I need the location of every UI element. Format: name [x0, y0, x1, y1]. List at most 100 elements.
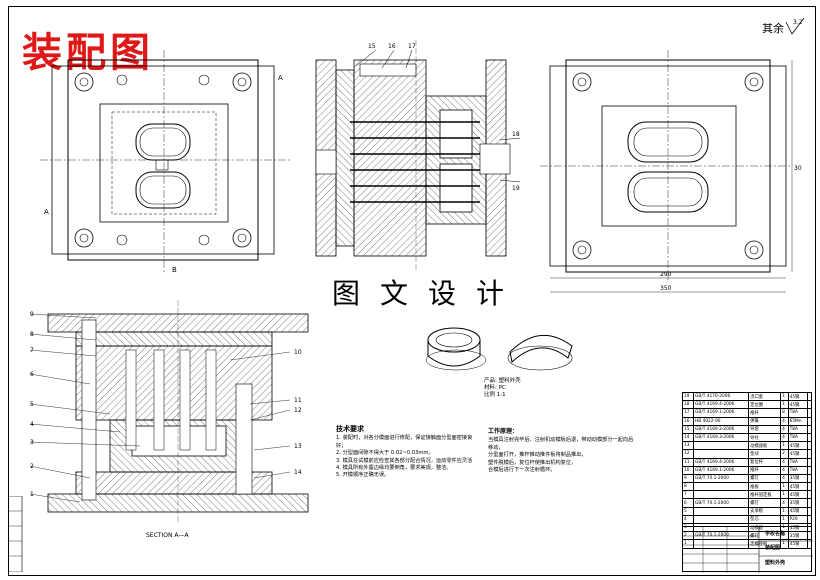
- bom-cell: 8: [681, 482, 695, 492]
- bom-cell: [807, 473, 812, 484]
- bom-cell: 4: [780, 498, 789, 508]
- bom-cell: 6: [681, 498, 695, 508]
- bom-cell: 45钢: [787, 391, 809, 402]
- bom-cell: [807, 482, 812, 492]
- callout-18: 18: [512, 131, 520, 138]
- bom-cell: 4: [780, 457, 789, 467]
- bom-cell: 45钢: [787, 400, 809, 410]
- section-label: SECTION A—A: [146, 532, 189, 539]
- title-drawing: 装配图: [765, 545, 781, 551]
- callout-7: 7: [30, 347, 34, 354]
- bom-cell: 4: [780, 465, 789, 475]
- top-view-fixed-half: A A B: [40, 50, 290, 274]
- bom-cell: HB 4022-90: [693, 416, 750, 426]
- roughness-value: 3.2: [793, 19, 803, 26]
- callout-8: 8: [30, 331, 34, 338]
- title-school: 学校名称: [765, 531, 786, 537]
- bom-cell: 65Mn: [787, 416, 809, 426]
- callout-5: 5: [30, 401, 34, 408]
- bom-cell: 2: [780, 449, 789, 459]
- bom-cell: 19: [681, 391, 695, 402]
- bom-cell: 5: [681, 506, 695, 516]
- bom-cell: 35钢: [787, 473, 809, 484]
- bom-cell: 推板: [748, 482, 782, 492]
- bom-cell: [807, 498, 812, 508]
- bom-cell: GB/T 4170-2006: [693, 391, 750, 402]
- top-view-moving-half: 290 350 300: [540, 50, 802, 293]
- bom-cell: [807, 408, 812, 418]
- bom-cell: 型芯: [748, 514, 782, 525]
- bom-cell: 垫块: [748, 449, 782, 459]
- bom-cell: P20: [787, 514, 809, 525]
- callout-19: 19: [512, 185, 520, 192]
- section-mark-a-left: A: [44, 208, 49, 216]
- bom-cell: [807, 441, 812, 451]
- title-block: 学校名称 装配图 塑料外壳: [682, 526, 813, 573]
- drawing-title: 装配图: [22, 30, 154, 76]
- bom-cell: 45钢: [787, 449, 809, 459]
- tech-line: 5. 开模顺序正确无误。: [336, 472, 390, 479]
- work-line: 分型面打开，推杆推动推件板将制品推出，: [488, 452, 587, 459]
- callout-14: 14: [294, 469, 302, 476]
- bom-cell: 45钢: [787, 482, 809, 492]
- tech-line: 1. 装配时，对各分模面进行修配，保证接触面分型面密接良好；: [336, 435, 473, 449]
- roughness-label: 其余: [762, 22, 784, 35]
- bom-cell: 4: [780, 416, 789, 426]
- bom-cell: 45钢: [787, 539, 809, 549]
- work-heading: 工作原理：: [488, 428, 519, 435]
- callout-11: 11: [294, 397, 302, 404]
- bom-cell: 1: [780, 490, 789, 500]
- tech-line: 2. 分型面间隙不得大于 0.02~0.03mm。: [336, 450, 434, 457]
- bom-cell: 1: [780, 506, 789, 516]
- bom-cell: 4: [681, 514, 695, 525]
- bom-cell: 1: [780, 441, 789, 451]
- bom-cell: [693, 490, 750, 500]
- bom-cell: GB/T 70.1-2000: [693, 498, 750, 508]
- working-principle: 工作原理： 当模具注射完毕后，注射机动模板后退，带动动模部分一起向后移动， 分型…: [488, 428, 634, 474]
- tech-line: 4. 模具所有外露边缘均要倒角，要求美观，整洁。: [336, 465, 452, 472]
- dim-height-300: 300: [794, 165, 802, 172]
- title-product: 塑料外壳: [765, 560, 786, 566]
- top-section-view: 15 16 17 18 19: [315, 40, 520, 270]
- bom-cell: GB/T 4169.4-2006: [693, 457, 750, 467]
- bom-cell: 导柱: [748, 432, 782, 443]
- bom-cell: 定位圈: [748, 400, 782, 410]
- bom-cell: [807, 514, 812, 525]
- bom-cell: 17: [681, 408, 695, 418]
- bom-cell: [807, 465, 812, 475]
- bom-cell: [807, 449, 812, 459]
- dim-width-350: 350: [660, 285, 672, 292]
- bom-cell: [807, 391, 812, 402]
- bom-cell: 1: [780, 400, 789, 410]
- bom-cell: T8A: [787, 424, 809, 434]
- tech-line: 3. 模具在试模前应检查其各部分配合情况，运动零件应灵活: [336, 457, 473, 464]
- part-material: 材料: PC: [484, 385, 506, 391]
- left-margin-strip: [8, 496, 23, 572]
- bom-cell: 推杆固定板: [748, 490, 782, 500]
- bom-cell: GB/T 4169.1-2006: [693, 408, 750, 418]
- bom-cell: 16: [681, 416, 695, 426]
- callout-2: 2: [30, 463, 34, 470]
- callout-3: 3: [30, 439, 34, 446]
- bom-cell: [693, 539, 750, 549]
- part-scale: 比例 1:1: [484, 392, 506, 398]
- bom-cell: GB/T 70.1-2000: [693, 473, 750, 484]
- bom-cell: [693, 449, 750, 459]
- roughness-symbol: 3.2: [785, 17, 805, 35]
- bom-cell: 14: [681, 432, 695, 443]
- callout-9: 9: [30, 311, 34, 318]
- bom-cell: [807, 424, 812, 434]
- bom-cell: T8A: [787, 465, 809, 475]
- bom-cell: 45钢: [787, 490, 809, 500]
